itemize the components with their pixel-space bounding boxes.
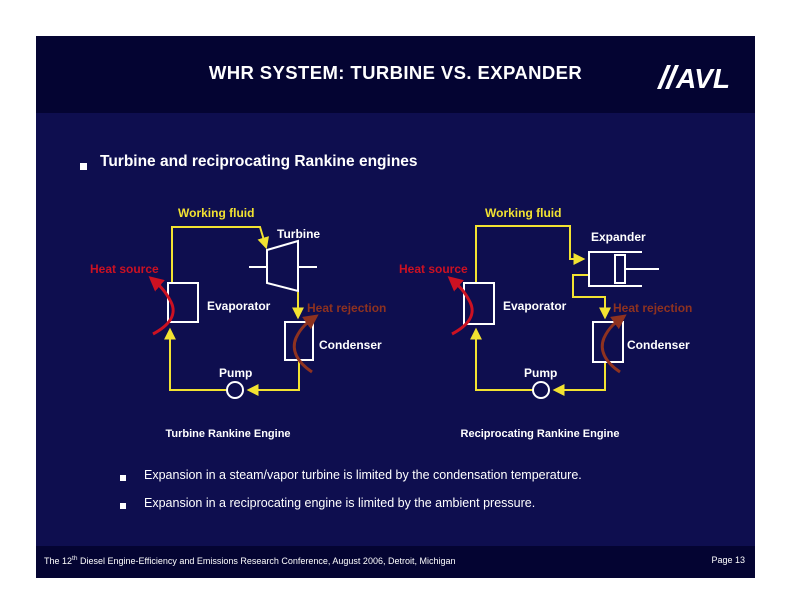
turbine-label: Turbine — [277, 227, 321, 241]
working-fluid-line-condenser-to-pump — [246, 360, 300, 396]
working-fluid-line-pump-to-evap — [470, 327, 533, 391]
evaporator-box — [167, 282, 199, 323]
expander-label: Expander — [591, 230, 646, 244]
avl-logo-icon: AVL — [657, 63, 730, 94]
avl-logo-text: AVL — [675, 63, 730, 94]
pump-label: Pump — [219, 366, 253, 380]
bullet-square-icon — [120, 475, 126, 481]
diagram-caption: Reciprocating Rankine Engine — [460, 428, 620, 440]
turbine-icon — [266, 239, 299, 293]
heat-rejection-arrow-icon — [292, 314, 319, 374]
evaporator-box — [463, 282, 495, 325]
diagram-caption: Turbine Rankine Engine — [165, 428, 291, 440]
condenser-box — [592, 321, 624, 363]
footer-text-prefix: The 12 — [44, 556, 73, 566]
heat-rejection-arrow-icon — [600, 314, 627, 374]
heat-source-label: Heat source — [90, 262, 159, 276]
avl-logo: AVL — [655, 57, 733, 97]
evaporator-label: Evaporator — [503, 299, 567, 313]
heading-text: Turbine and reciprocating Rankine engine… — [100, 153, 418, 170]
pump-icon — [532, 381, 550, 399]
bullet-square-icon — [120, 503, 126, 509]
evaporator-label: Evaporator — [207, 299, 271, 313]
slide-background — [36, 36, 755, 578]
heat-rejection-label: Heat rejection — [307, 301, 387, 315]
heat-rejection-label: Heat rejection — [613, 301, 693, 315]
working-fluid-line-evap-to-expander — [475, 225, 586, 283]
bullet-item: Expansion in a reciprocating engine is l… — [144, 496, 536, 510]
footer-bar — [36, 546, 755, 578]
heat-source-arrow-icon — [148, 276, 175, 336]
expander-cycle-diagram — [447, 225, 659, 399]
working-fluid-line-pump-to-evap — [164, 327, 227, 391]
working-fluid-label: Working fluid — [485, 206, 562, 220]
heat-source-arrow-icon — [447, 276, 474, 336]
page-number: Page 13 — [711, 555, 745, 565]
working-fluid-line-condenser-to-pump — [552, 362, 606, 396]
working-fluid-line-evap-to-turbine — [171, 226, 269, 283]
working-fluid-label: Working fluid — [178, 206, 255, 220]
condenser-box — [284, 321, 314, 361]
condenser-label: Condenser — [319, 338, 382, 352]
heading-bullet-square-icon — [80, 163, 87, 170]
pump-icon — [226, 381, 244, 399]
footer-conference-text: The 12th Diesel Engine-Efficiency and Em… — [44, 555, 455, 566]
expander-cylinder-icon — [588, 251, 642, 287]
pump-label: Pump — [524, 366, 558, 380]
working-fluid-line-expander-to-condenser — [572, 274, 611, 320]
title-bar — [36, 36, 755, 113]
footer-ordinal: th — [72, 555, 78, 562]
bullet-item: Expansion in a steam/vapor turbine is li… — [144, 468, 582, 482]
expander-piston-icon — [614, 254, 626, 284]
turbine-cycle-diagram — [148, 226, 319, 399]
condenser-label: Condenser — [627, 338, 690, 352]
heat-source-label: Heat source — [399, 262, 468, 276]
footer-text-rest: Diesel Engine-Efficiency and Emissions R… — [77, 556, 456, 566]
slide-title: WHR SYSTEM: TURBINE VS. EXPANDER — [208, 62, 583, 83]
